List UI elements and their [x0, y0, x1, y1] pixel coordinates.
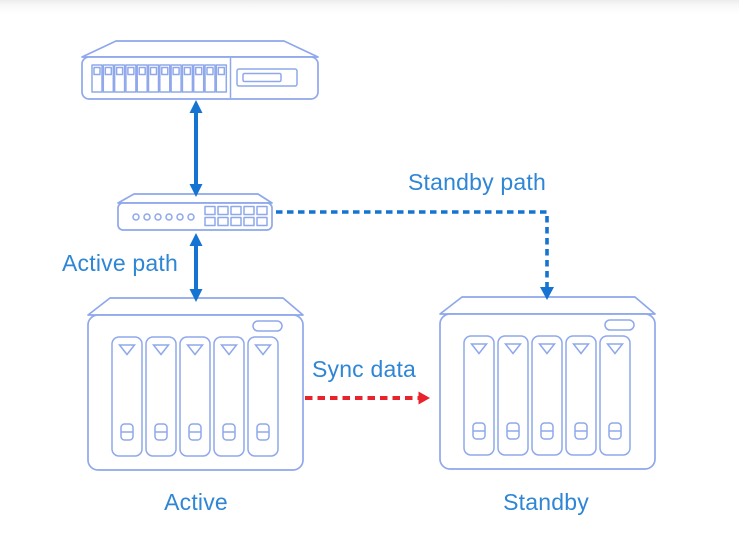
active-path-arrow-switch-nas	[189, 233, 203, 302]
sync-data-dashed-arrow	[305, 391, 430, 405]
sync-data-label: Sync data	[312, 356, 416, 382]
standby-path-dashed-arrow	[276, 210, 554, 300]
active-nas-icon	[88, 298, 303, 470]
standby-device-label: Standby	[503, 489, 589, 515]
active-device-label: Active	[164, 489, 228, 515]
active-path-arrow-server-switch	[189, 100, 203, 197]
active-path-label: Active path	[62, 250, 178, 276]
standby-path-label: Standby path	[408, 169, 546, 195]
network-switch-icon	[117, 193, 273, 231]
standby-nas-icon	[440, 297, 655, 469]
rack-server-icon	[81, 40, 319, 100]
